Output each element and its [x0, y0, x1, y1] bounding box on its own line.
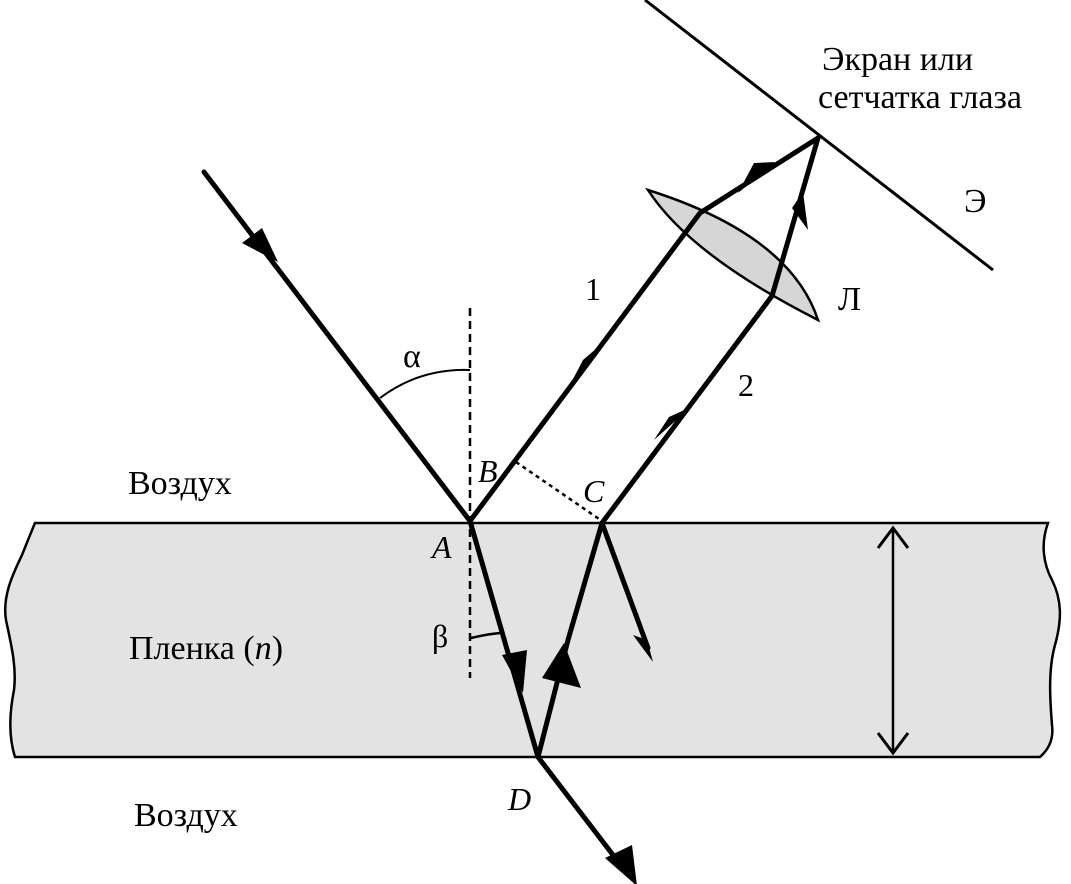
beta-label: β	[432, 618, 448, 654]
arrowhead-film-up	[542, 643, 581, 688]
arrowhead-ray2	[654, 407, 691, 440]
film-label-prefix: Пленка (	[129, 630, 255, 667]
arrowhead-ray1-top	[738, 162, 775, 193]
beta-arc	[470, 631, 501, 640]
screen-label-line1: Экран или	[822, 41, 973, 78]
alpha-label: α	[403, 338, 421, 375]
screen-letter: Э	[964, 183, 986, 220]
film-label-n: n	[255, 630, 272, 667]
refracted-ray-path	[467, 135, 821, 760]
transmitted-ray-d	[535, 754, 629, 875]
arrowhead-transmit-c	[633, 635, 653, 662]
arrowhead-film-down	[502, 650, 527, 693]
point-b-label: B	[478, 453, 498, 489]
film-label: Пленка (n)	[129, 630, 283, 667]
arrowhead-incident	[242, 228, 278, 262]
ray-2-label: 2	[738, 367, 754, 403]
lens	[645, 187, 821, 323]
rays	[201, 135, 821, 875]
ray-1-path	[467, 135, 821, 524]
thickness-arrow-top	[876, 525, 910, 549]
incident-ray	[201, 169, 473, 524]
ray-1-label: 1	[585, 271, 601, 307]
point-d-label: D	[507, 781, 531, 817]
screen-label-line2: сетчатка глаза	[818, 79, 1022, 116]
film-label-suffix: )	[272, 630, 283, 667]
transmitted-ray-c	[599, 520, 651, 651]
arrowheads	[242, 162, 808, 884]
air-bottom-label: Воздух	[134, 797, 238, 834]
arrowhead-ray1	[571, 342, 604, 383]
point-a-label: A	[430, 529, 452, 565]
arrowhead-transmit-d	[605, 845, 637, 884]
screen-line	[644, 0, 994, 272]
film-slab	[3, 521, 1062, 759]
alpha-arc	[379, 368, 471, 399]
point-c-label: C	[583, 473, 605, 509]
air-top-label: Воздух	[128, 465, 232, 502]
arrowhead-ray2-top	[792, 192, 808, 230]
bc-dashed-line	[515, 460, 603, 523]
thickness-arrow-bottom	[876, 732, 910, 756]
lens-letter: Л	[838, 281, 861, 318]
